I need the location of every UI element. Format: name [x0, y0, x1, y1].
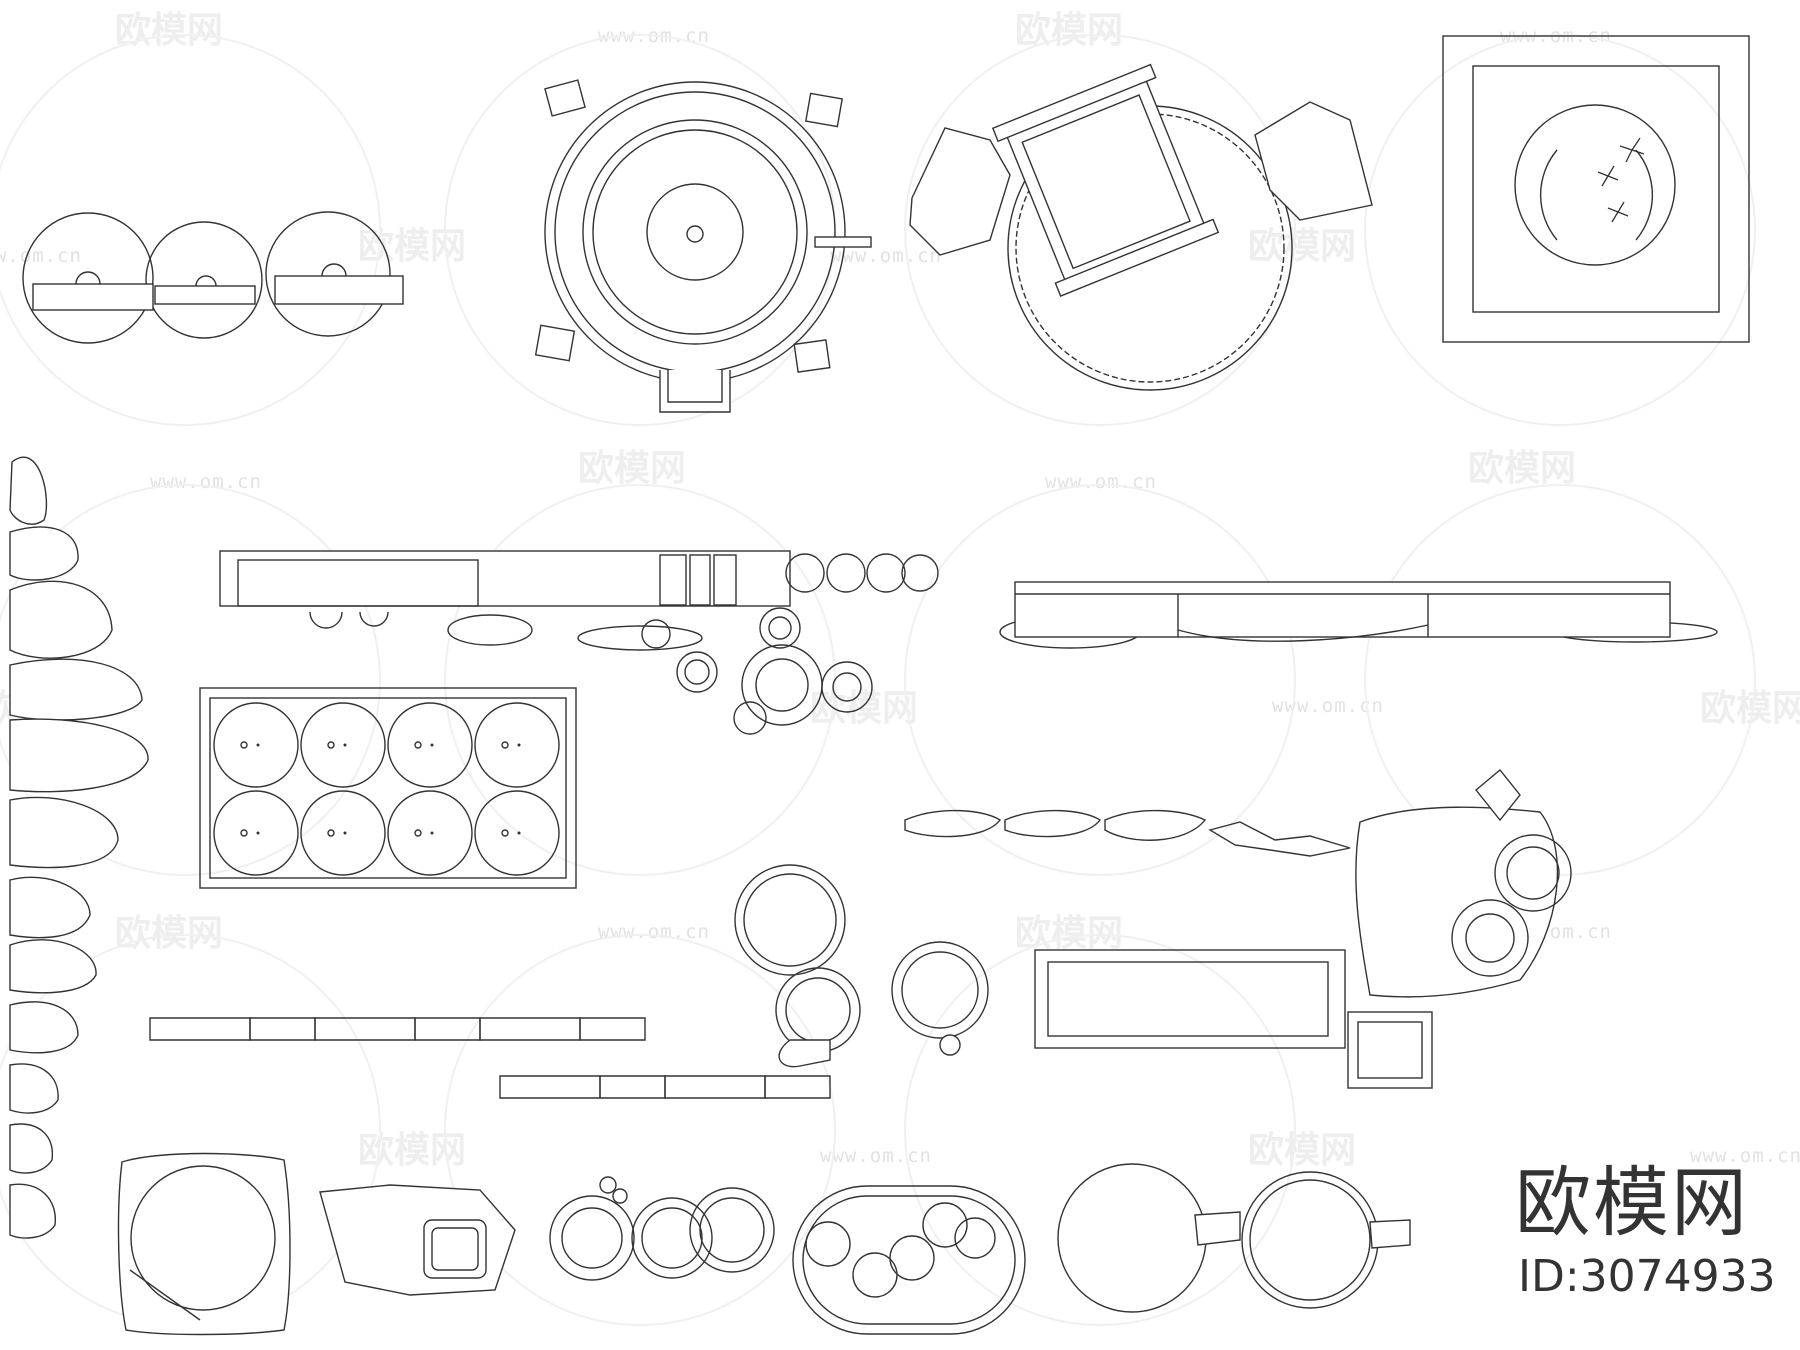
watermark-circle [444, 34, 836, 426]
square-rounded-tray [117, 1152, 291, 1336]
watermark-circle [1364, 34, 1756, 426]
seat-marker [501, 829, 509, 837]
seat-circle [387, 790, 473, 876]
seat-dot [517, 743, 521, 747]
rock-table [1355, 769, 1572, 998]
seat-marker [240, 741, 248, 749]
lotus-bowls [734, 864, 989, 1068]
teapot-and-cups [577, 607, 873, 735]
watermark-circle [904, 934, 1296, 1326]
seat-dot [343, 831, 347, 835]
watermark-layer: 欧模网欧模网欧模网欧模网欧模网欧模网欧模网欧模网欧模网欧模网欧模网欧模网欧模网w… [0, 10, 1800, 1326]
eight-seat-table [199, 687, 577, 889]
seat-circle [474, 790, 560, 876]
watermark-url: www.om.cn [0, 245, 82, 267]
round-stool-set [22, 211, 404, 344]
watermark-circle [904, 484, 1296, 876]
corner-brand-logo: 欧模网 [1515, 1158, 1749, 1247]
seat-marker [327, 741, 335, 749]
oval-lotus-tray [792, 1185, 1026, 1335]
seat-dot [430, 831, 434, 835]
stepping-planks-middle [904, 809, 1351, 857]
watermark-brand: 欧模网 [810, 688, 918, 729]
round-table-with-chairs [534, 79, 872, 413]
seat-marker [240, 829, 248, 837]
watermark-brand: 欧模网 [1248, 1130, 1356, 1171]
watermark-brand: 欧模网 [578, 448, 686, 489]
watermark-url: www.om.cn [1272, 695, 1384, 717]
watermark-url: www.om.cn [830, 245, 942, 267]
rect-trough [1034, 949, 1433, 1089]
seat-marker [327, 829, 335, 837]
seat-circle [387, 702, 473, 788]
watermark-brand: 欧模网 [1248, 226, 1356, 267]
seat-dot [256, 743, 260, 747]
watermark-brand: 欧模网 [358, 1130, 466, 1171]
seat-circle [213, 790, 299, 876]
watermark-brand: 欧模网 [1468, 448, 1576, 489]
seat-circle [300, 790, 386, 876]
watermark-brand: 欧模网 [115, 10, 223, 51]
watermark-circle [0, 484, 381, 876]
long-bench [999, 581, 1718, 649]
watermark-circle [444, 934, 836, 1326]
watermark-circle [1364, 484, 1756, 876]
table-outer-frame [199, 687, 577, 889]
watermark-circle [444, 484, 836, 876]
seat-dot [256, 831, 260, 835]
stepping-stones-left [9, 456, 149, 1239]
seat-dot [430, 743, 434, 747]
watermark-brand: 欧模网 [1015, 10, 1123, 51]
round-pond-basins [1057, 1163, 1411, 1313]
seat-dot [517, 831, 521, 835]
watermark-url: www.om.cn [1690, 1145, 1800, 1167]
seat-circle [213, 702, 299, 788]
stepping-planks-lower [149, 1017, 831, 1099]
seat-dot [343, 743, 347, 747]
square-planter [1442, 35, 1750, 343]
watermark-url: www.om.cn [598, 921, 710, 943]
watermark-url: www.om.cn [150, 471, 262, 493]
stump-table-with-chair [909, 63, 1373, 391]
watermark-brand: 欧模网 [115, 913, 223, 954]
table-inner-frame [209, 697, 567, 879]
tea-set-cluster [549, 1176, 775, 1281]
seat-marker [414, 829, 422, 837]
watermark-url: www.om.cn [820, 1145, 932, 1167]
watermark-circle [0, 34, 381, 426]
seat-circle [474, 702, 560, 788]
rock-tray [319, 1184, 516, 1296]
seat-circle [300, 702, 386, 788]
seat-marker [501, 741, 509, 749]
seat-marker [414, 741, 422, 749]
long-tea-table [219, 550, 939, 646]
watermark-circle [904, 34, 1296, 426]
model-id-label: ID:3074933 [1518, 1251, 1776, 1302]
